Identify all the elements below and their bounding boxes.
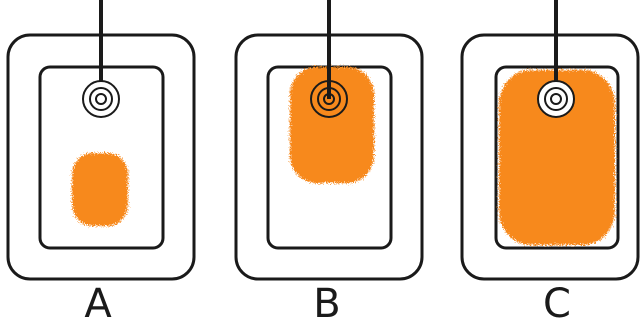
panel-c: C bbox=[460, 0, 640, 322]
spread-spot bbox=[72, 153, 128, 226]
target-icon bbox=[310, 80, 348, 118]
panel-label-b: B bbox=[313, 281, 340, 322]
spread-spot bbox=[290, 67, 374, 183]
target-icon bbox=[537, 80, 575, 118]
panel-b: B bbox=[234, 0, 424, 322]
spread-spot bbox=[499, 70, 615, 245]
outer-frame bbox=[460, 33, 640, 281]
panel-label-c: C bbox=[543, 281, 571, 322]
target-icon bbox=[82, 80, 120, 118]
panel-a: A bbox=[6, 0, 196, 322]
panel-label-a: A bbox=[84, 281, 112, 322]
